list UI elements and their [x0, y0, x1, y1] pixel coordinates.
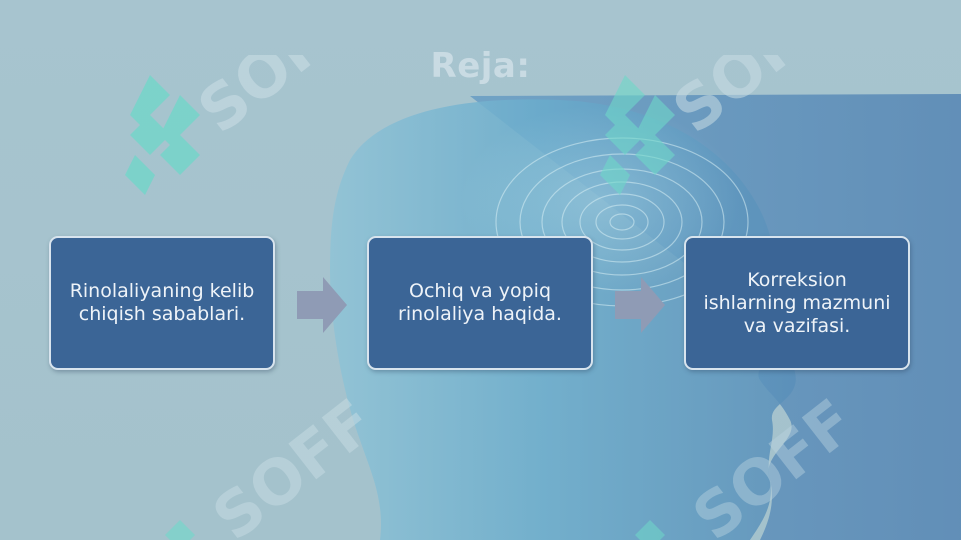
process-step-3: Korreksion ishlarning mazmuni va vazifas… [684, 236, 910, 370]
slide-title: Reja: [430, 46, 531, 86]
watermark-text: SOFF [679, 385, 867, 540]
process-step-1-label: Rinolaliyaning kelib chiqish sabablari. [69, 280, 255, 325]
process-step-2-label: Ochiq va yopiq rinolaliya haqida. [398, 280, 562, 325]
watermark-logo-top-left: SOFF [125, 55, 373, 195]
right-arrow-icon [297, 277, 347, 333]
watermark-logo-top-right: SOFF [600, 55, 848, 195]
watermark-logo-bottom-left: SOFF [165, 385, 388, 540]
watermark-logo-bottom-right: SOFF [635, 385, 868, 540]
process-step-2: Ochiq va yopiq rinolaliya haqida. [367, 236, 593, 370]
process-step-1: Rinolaliyaning kelib chiqish sabablari. [49, 236, 275, 370]
right-arrow-icon [615, 277, 665, 333]
process-step-3-label: Korreksion ishlarning mazmuni va vazifas… [703, 268, 891, 337]
watermark-text: SOFF [199, 385, 387, 540]
